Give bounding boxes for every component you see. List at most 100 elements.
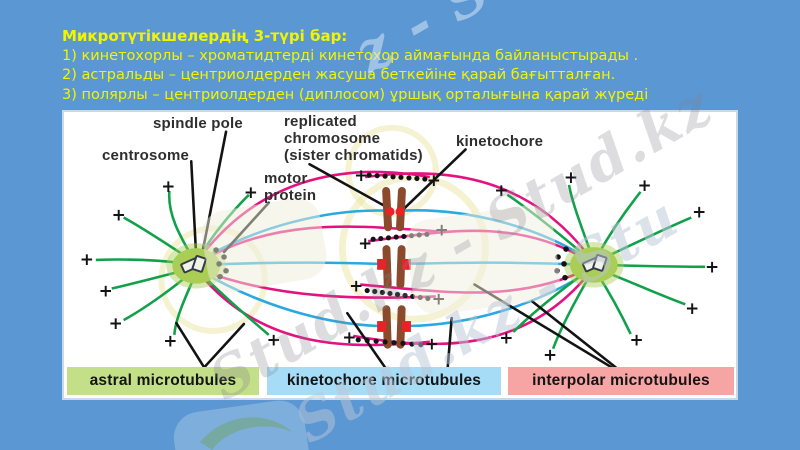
plus-end-mark: + — [692, 202, 706, 222]
kinetochore-marker — [395, 207, 405, 217]
motor-protein-dot — [364, 287, 370, 294]
plus-end-mark: + — [432, 288, 446, 308]
plus-end-mark: + — [349, 276, 363, 296]
plus-end-mark: + — [685, 298, 699, 318]
motor-protein-dot — [398, 174, 404, 180]
motor-protein-dot — [416, 232, 422, 238]
pointer-centrosome — [189, 160, 198, 259]
kinetochore-marker — [401, 321, 411, 332]
motor-protein-dot — [213, 247, 219, 253]
heading: Микротүтікшелердің 3-түрі бар: 1) кинето… — [62, 27, 772, 105]
kinetochore-microtubule-line — [200, 261, 380, 267]
motor-protein-dot — [409, 341, 415, 347]
kinetochore-marker — [385, 207, 395, 217]
pointer-kinetochore-legend — [446, 316, 453, 369]
motor-protein-dot — [364, 337, 370, 344]
plus-end-mark: + — [425, 334, 439, 354]
legend-interpolar-microtubules: interpolar microtubules — [508, 367, 734, 395]
motor-protein-dot — [562, 274, 568, 281]
plus-end-mark: + — [161, 176, 175, 196]
motor-protein-dot — [410, 293, 416, 299]
motor-protein-dot — [418, 342, 424, 348]
motor-protein-dot — [391, 340, 397, 346]
plus-end-mark: + — [80, 249, 94, 269]
motor-protein-dot — [393, 234, 399, 240]
motor-protein-dot — [561, 261, 567, 267]
label-replicated-chromosome: replicated chromosome (sister chromatids… — [284, 113, 423, 164]
plus-end-mark: + — [435, 219, 449, 239]
plus-end-mark: + — [163, 331, 177, 351]
heading-line-1: 1) кинетохорлы – хроматидтерді кинетохор… — [62, 47, 639, 64]
heading-line-2: 2) астральды – центриолдерден жасуша бет… — [62, 67, 616, 83]
plus-end-mark: + — [267, 330, 281, 350]
heading-line-3: 3) полярлы – центриолдерден (диплосом) ұ… — [62, 86, 649, 103]
pointer-replicated-chromosome — [308, 162, 388, 208]
motor-protein-dot — [394, 291, 401, 298]
chromatid — [382, 245, 392, 289]
motor-protein-dot — [563, 246, 569, 252]
centrosome-right — [564, 242, 624, 288]
motor-protein-dot — [402, 292, 408, 298]
plus-end-mark: + — [427, 170, 441, 190]
motor-protein-dot — [554, 268, 560, 274]
motor-protein-dot — [390, 174, 396, 180]
motor-protein-dot — [424, 231, 430, 237]
motor-protein-dot — [401, 233, 407, 239]
plus-end-mark: + — [499, 328, 513, 348]
plus-end-mark: + — [354, 165, 368, 185]
plus-end-mark: + — [564, 167, 578, 187]
motor-protein-dot — [385, 235, 392, 241]
chromosome-pair-middle — [377, 245, 411, 289]
motor-protein-dot — [422, 176, 428, 182]
motor-protein-dot — [382, 173, 388, 179]
motor-protein-dot — [555, 254, 561, 260]
pointer-kinetochore — [402, 148, 467, 210]
motor-protein-dot — [217, 273, 223, 280]
pointer-lines — [175, 130, 618, 370]
plus-end-mark: + — [630, 330, 644, 350]
plus-end-mark: + — [244, 182, 258, 202]
chromatid — [382, 305, 392, 349]
interpolar-microtubule-line — [365, 172, 593, 261]
label-motor-protein: motor protein — [264, 170, 317, 204]
motor-protein-dot — [425, 295, 431, 301]
motor-protein-dot — [382, 339, 388, 345]
motor-protein-dot — [223, 268, 229, 274]
kinetochore-marker — [377, 321, 387, 332]
motor-protein-dot — [379, 289, 385, 296]
plus-end-mark: + — [358, 233, 372, 253]
legend-kinetochore-microtubules: kinetochore microtubules — [267, 367, 501, 395]
motor-protein-dot — [400, 340, 406, 346]
motor-protein-dot — [406, 175, 412, 181]
plus-end-mark: + — [494, 180, 508, 200]
motor-protein-dot — [374, 173, 380, 179]
plus-end-mark: + — [637, 175, 651, 195]
motor-protein-dot — [355, 337, 361, 343]
motor-protein-dot — [378, 235, 384, 242]
motor-protein-dot — [221, 254, 227, 260]
motor-protein-dot — [372, 288, 378, 295]
interpolar-microtubule-line — [197, 270, 430, 347]
motor-protein-dot — [373, 338, 379, 344]
plus-end-mark: + — [99, 280, 113, 300]
legend: astral microtubules kinetochore microtub… — [67, 367, 734, 395]
plus-end-mark: + — [543, 345, 557, 365]
label-spindle-pole: spindle pole — [153, 115, 243, 132]
kinetochore-marker — [377, 258, 387, 270]
label-kinetochore: kinetochore — [456, 133, 544, 150]
chromosome-pair-top — [382, 186, 406, 232]
plus-end-mark: + — [705, 257, 719, 277]
motor-protein-dot — [387, 290, 393, 297]
motor-protein-dot — [408, 233, 415, 239]
kinetochore-marker — [401, 258, 411, 270]
plus-end-mark: + — [109, 313, 123, 333]
heading-title: Микротүтікшелердің 3-түрі бар: — [62, 27, 348, 45]
motor-protein-dot — [417, 294, 423, 300]
motor-protein-dot — [370, 236, 376, 242]
label-centrosome: centrosome — [102, 147, 190, 164]
plus-end-mark: + — [112, 205, 126, 225]
watermark-logo — [173, 400, 311, 450]
diagram-panel: +++++++++++++++++++++++++ spindle pole c… — [62, 110, 738, 400]
motor-protein-dot — [366, 172, 372, 178]
